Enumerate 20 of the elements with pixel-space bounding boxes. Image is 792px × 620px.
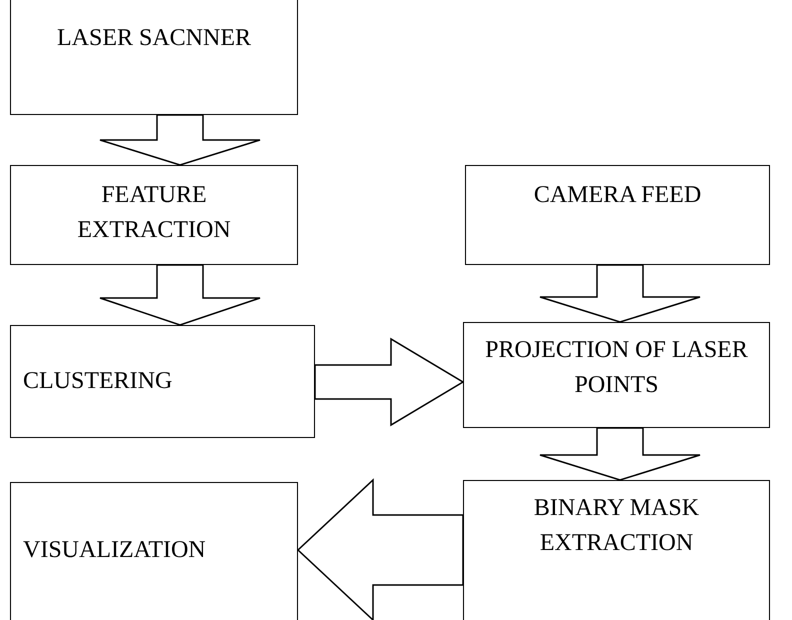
- process-box: [463, 480, 770, 620]
- process-box: [10, 482, 298, 620]
- block-arrow: [296, 478, 464, 620]
- process-box: [465, 165, 770, 265]
- process-box: [10, 0, 298, 115]
- box-label: BINARY MASK EXTRACTION: [532, 494, 700, 558]
- box-label: CAMERA FEED: [534, 181, 702, 210]
- block-arrow: [539, 427, 701, 481]
- process-box: [463, 322, 770, 428]
- block-arrow: [99, 114, 261, 166]
- box-label: FEATURE EXTRACTION: [76, 181, 232, 245]
- block-arrow: [314, 338, 464, 426]
- box-label: PROJECTION OF LASER POINTS: [484, 336, 749, 400]
- process-box: [10, 325, 315, 438]
- box-label: VISUALIZATION: [23, 536, 206, 565]
- process-box: [10, 165, 298, 265]
- block-arrow: [539, 264, 701, 323]
- block-arrow: [99, 264, 261, 326]
- box-label: LASER SACNNER: [56, 24, 252, 53]
- box-label: CLUSTERING: [23, 367, 172, 396]
